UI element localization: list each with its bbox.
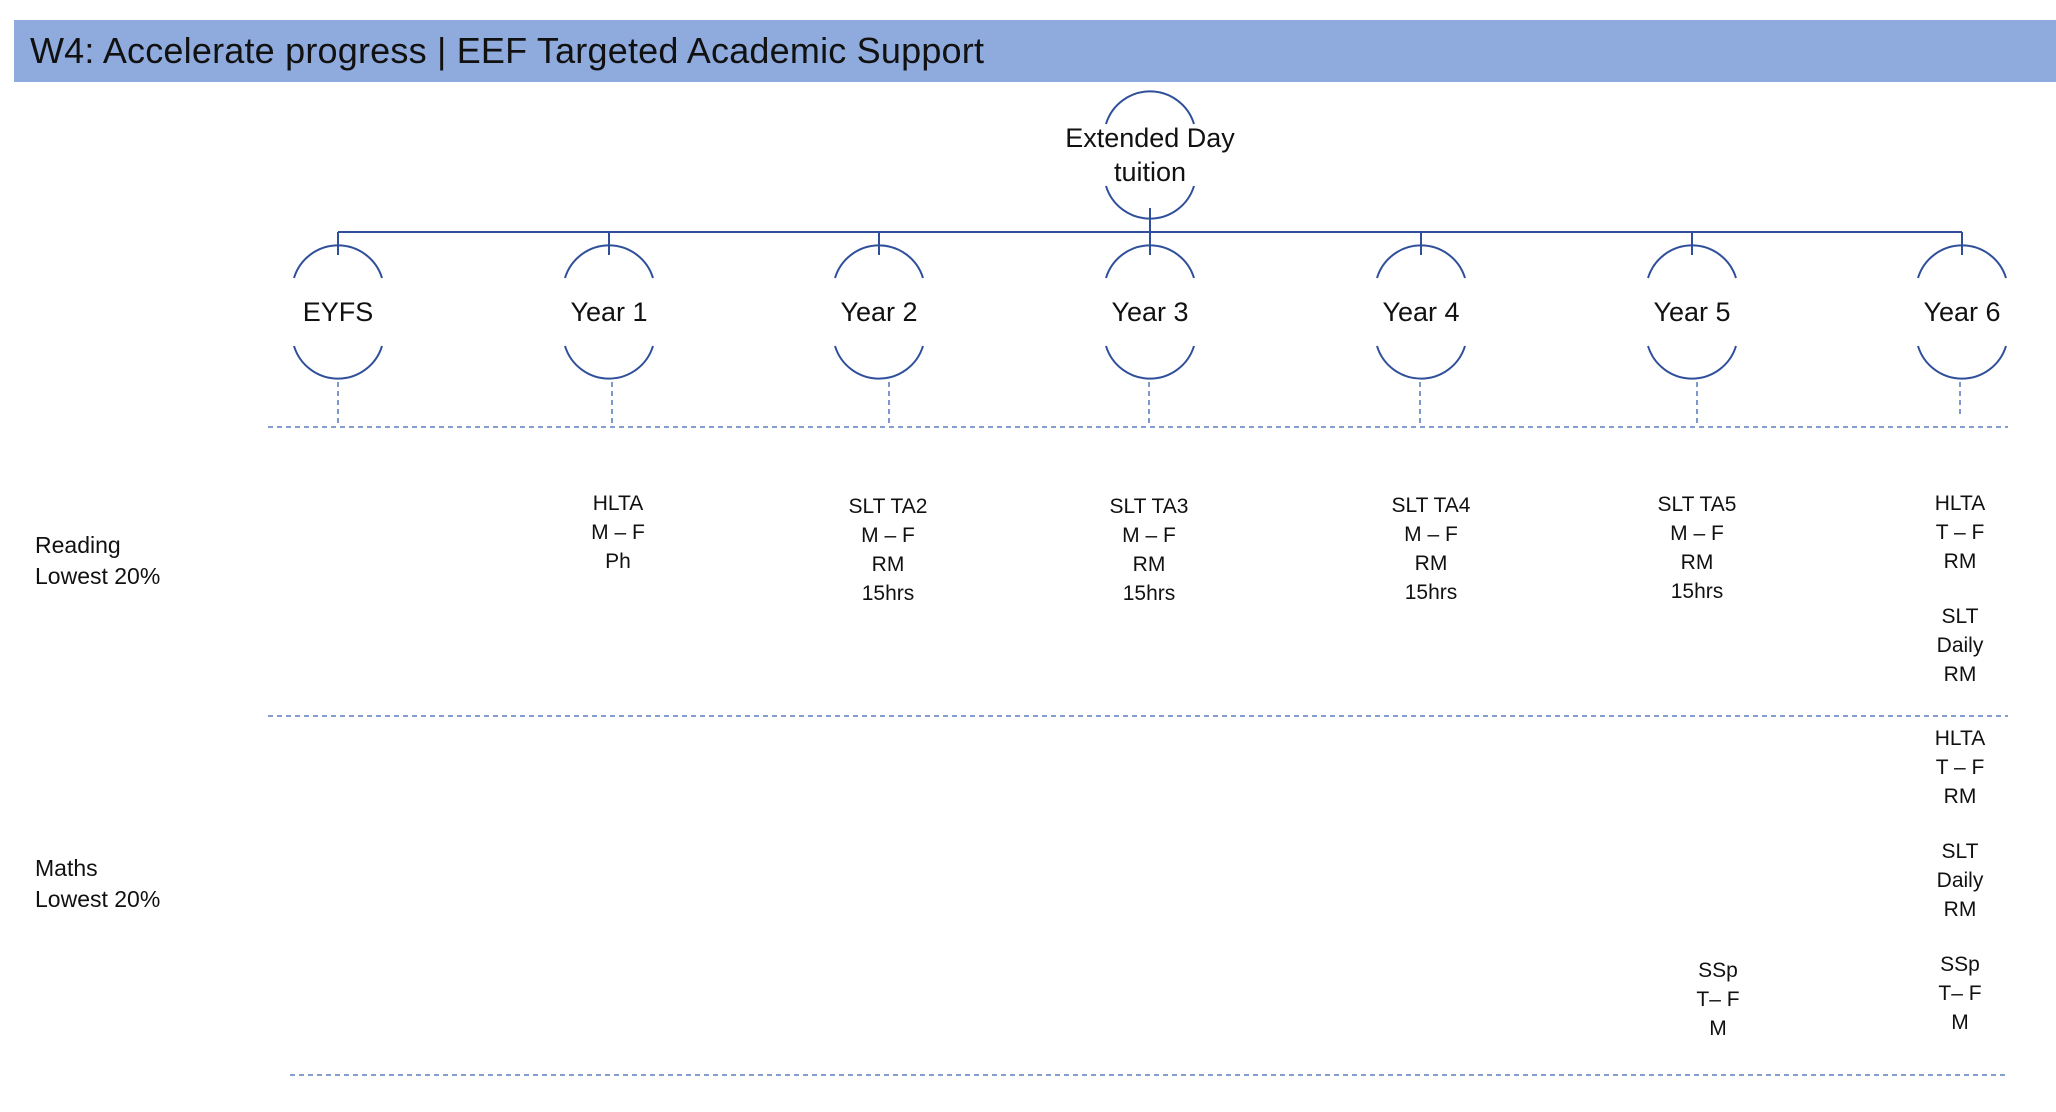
node-eyfs: EYFS [302, 297, 374, 327]
year3-node-arcs [1105, 244, 1195, 380]
year5-node-arcs [1647, 244, 1737, 380]
reading-year4-cell: SLT TA4 M – F RM 15hrs [1391, 494, 1471, 604]
node-year-2: Year 2 [840, 297, 918, 327]
node-year-5: Year 5 [1653, 297, 1731, 327]
reading-year5-cell: SLT TA5 M – F RM 15hrs [1657, 493, 1737, 603]
row-label-maths: Maths Lowest 20% [35, 855, 161, 912]
root-node-extended-day-tuition: Extended Day tuition [1065, 123, 1235, 187]
reading-year1-cell: HLTA M – F Ph [591, 492, 645, 573]
root-node-top-arc [1105, 90, 1195, 125]
node-year-4: Year 4 [1382, 297, 1460, 327]
row-label-reading: Reading Lowest 20% [35, 532, 161, 589]
maths-year5-cell: SSp T– F M [1696, 959, 1740, 1040]
org-chart-solid-lines [293, 90, 2007, 380]
maths-year6-cell: HLTA T – F RM SLT Daily RM SSp T– F M [1934, 727, 1986, 1034]
year4-node-arcs [1376, 244, 1466, 380]
node-year-3: Year 3 [1111, 297, 1189, 327]
reading-year6-cell: HLTA T – F RM SLT Daily RM [1934, 492, 1986, 686]
year1-node-arcs [564, 244, 654, 380]
reading-year2-cell: SLT TA2 M – F RM 15hrs [848, 495, 928, 605]
year2-node-arcs [834, 244, 924, 380]
eyfs-node-arcs [293, 244, 383, 380]
year6-node-arcs [1917, 244, 2007, 380]
title-banner: W4: Accelerate progress | EEF Targeted A… [14, 20, 2056, 82]
page-title: W4: Accelerate progress | EEF Targeted A… [30, 30, 985, 71]
org-chart-dashed-lines [268, 382, 2008, 1076]
node-year-1: Year 1 [570, 297, 648, 327]
node-year-6: Year 6 [1923, 297, 2001, 327]
reading-year3-cell: SLT TA3 M – F RM 15hrs [1109, 495, 1189, 605]
